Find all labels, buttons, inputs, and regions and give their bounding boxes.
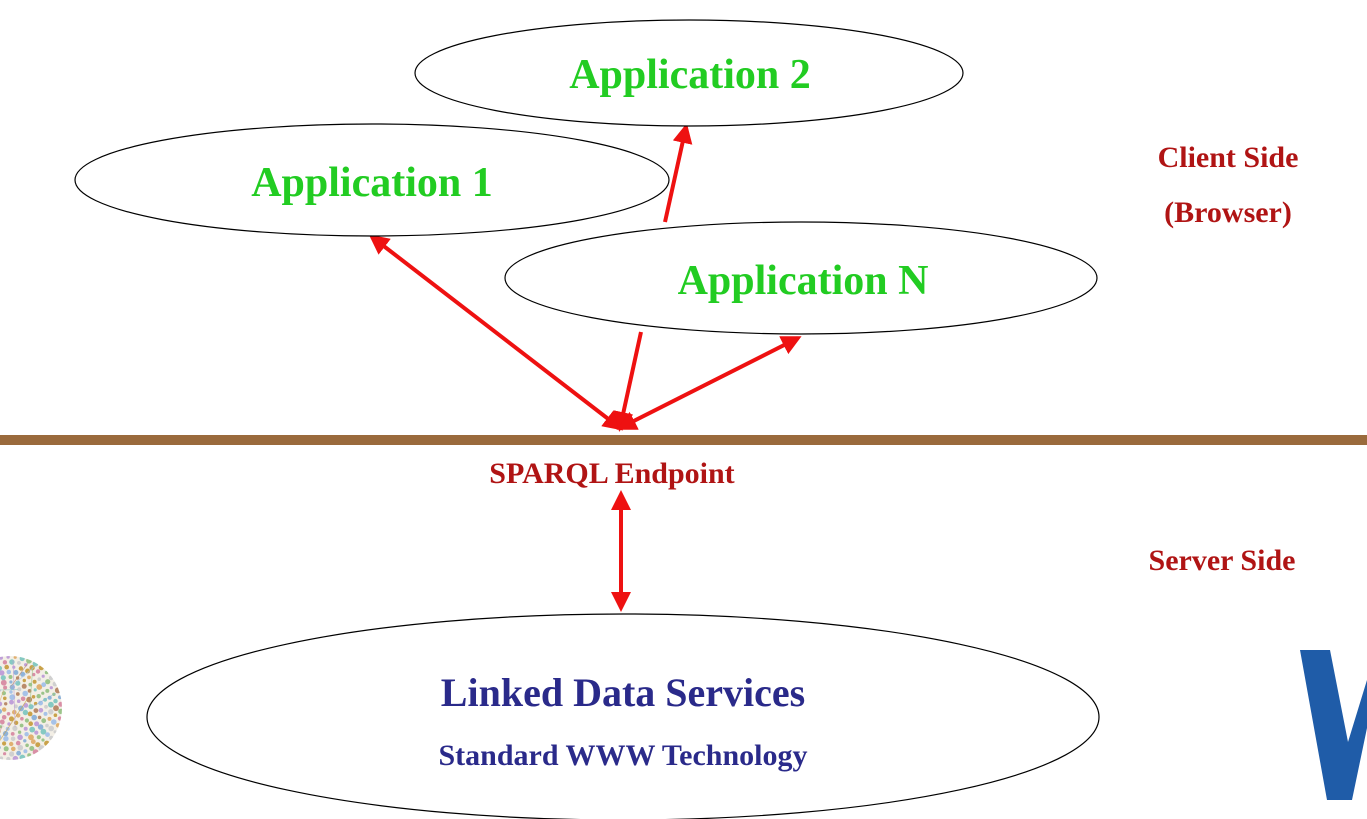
client-server-divider <box>0 435 1367 445</box>
application-1-label: Application 1 <box>251 160 493 206</box>
application-n-label: Application N <box>678 258 929 304</box>
linked-data-cloud-icon <box>0 656 62 760</box>
server-side-label: Server Side <box>1149 544 1296 577</box>
node-application-2: Application 2 <box>414 19 964 127</box>
client-side-line-1: Client Side <box>1158 141 1299 174</box>
client-side-line-2: (Browser) <box>1164 196 1292 229</box>
node-application-n: Application N <box>504 221 1098 335</box>
arrow-appn-endpoint <box>613 331 643 432</box>
services-title: Linked Data Services <box>441 670 805 715</box>
node-linked-data-services: Linked Data Services Standard WWW Techno… <box>146 613 1100 819</box>
application-2-label: Application 2 <box>569 52 811 98</box>
connection-arrows <box>368 123 802 612</box>
sparql-endpoint-label: SPARQL Endpoint <box>489 457 734 490</box>
client-side-label: Client Side (Browser) <box>1158 141 1299 229</box>
w-logo-icon <box>1300 650 1367 800</box>
arrow-endpoint-appn <box>616 336 802 430</box>
arrow-appn-app2 <box>663 123 693 223</box>
services-subtitle: Standard WWW Technology <box>438 739 807 772</box>
node-application-1: Application 1 <box>74 123 670 237</box>
arrow-endpoint-app1 <box>368 234 624 431</box>
